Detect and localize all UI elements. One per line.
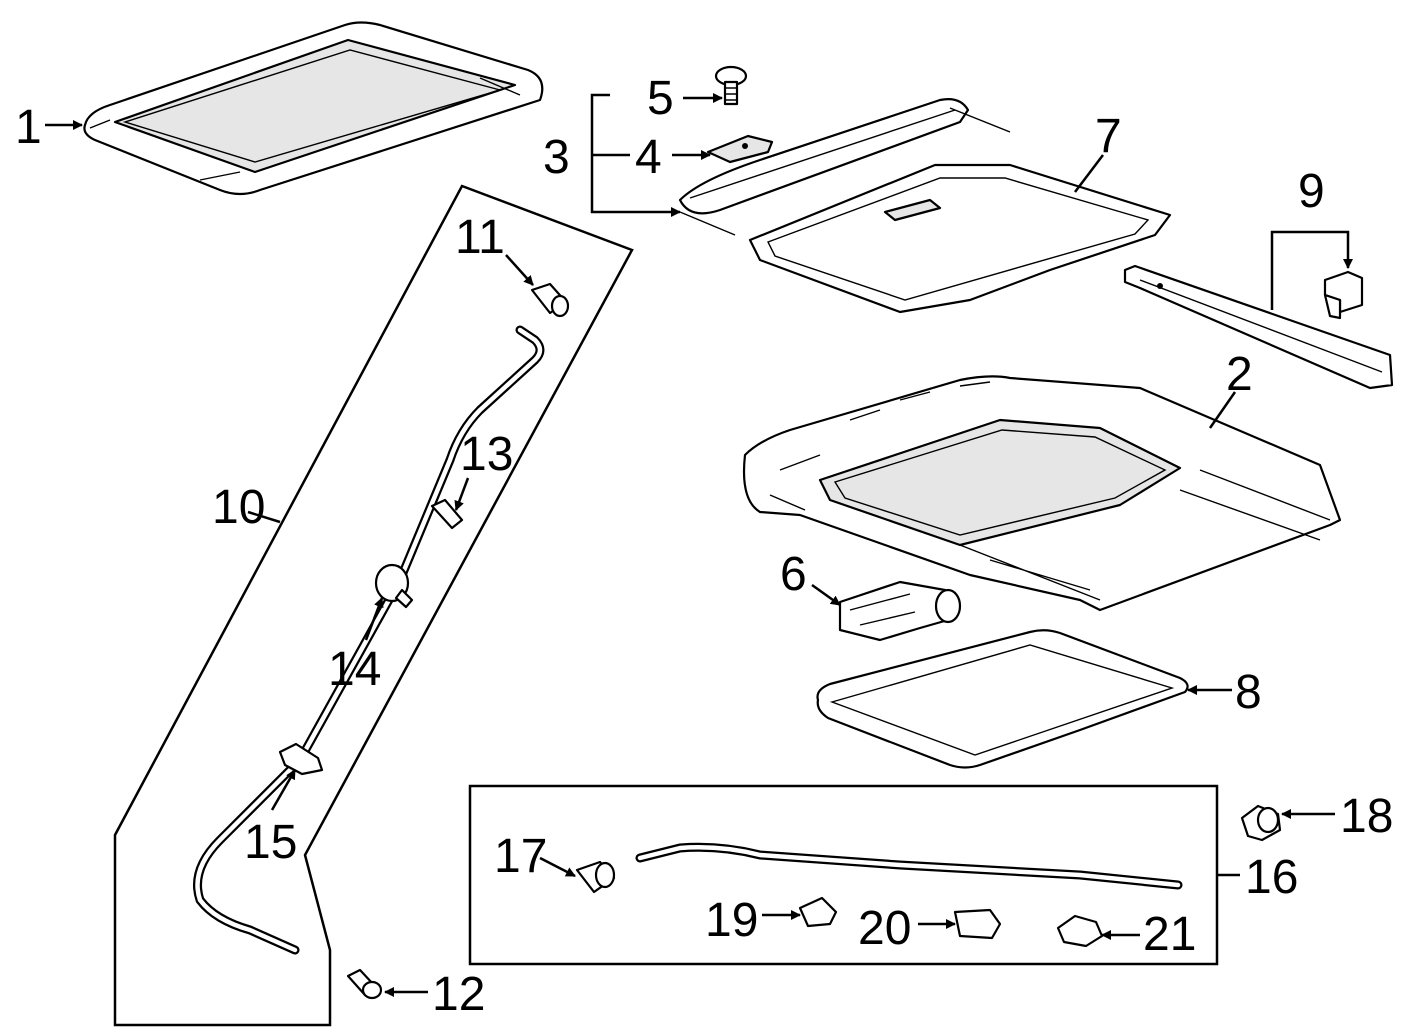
callout-16: 16: [1245, 851, 1298, 904]
part-15-bracket[interactable]: [278, 742, 324, 776]
callout-6: 6: [780, 548, 807, 601]
callout-11: 11: [455, 211, 505, 264]
callout-8: 8: [1235, 666, 1262, 719]
callout-13: 13: [460, 428, 513, 481]
callout-4: 4: [635, 131, 662, 184]
callout-14: 14: [328, 643, 381, 696]
callout-12: 12: [432, 968, 485, 1021]
part-10-drain-hose[interactable]: [193, 325, 545, 955]
leader-lines: [45, 93, 1353, 997]
part-19-nut[interactable]: [798, 896, 838, 928]
part-4-bracket[interactable]: [706, 134, 774, 164]
part-9-clip[interactable]: [1323, 270, 1364, 320]
part-16-rear-drain-hose[interactable]: [635, 842, 1183, 890]
callout-9: 9: [1298, 165, 1325, 218]
part-13-clip[interactable]: [430, 498, 464, 530]
part-17-connector[interactable]: [575, 860, 616, 894]
part-6-motor[interactable]: [838, 580, 962, 642]
part-11-connector[interactable]: [530, 282, 570, 318]
part-7-sunshade[interactable]: [748, 163, 1172, 314]
callout-20: 20: [858, 902, 911, 955]
callout-5: 5: [647, 72, 674, 125]
callout-2: 2: [1226, 348, 1253, 401]
callout-1: 1: [15, 101, 42, 154]
callout-15: 15: [244, 816, 297, 869]
callout-labels: 1 2 3 4 5 6 7 8 9 10 11 12 13 14 15 16 1…: [15, 72, 1393, 1021]
callout-17: 17: [494, 830, 547, 883]
part-5-screw[interactable]: [714, 65, 748, 106]
callout-3: 3: [543, 131, 570, 184]
part-8-glass[interactable]: [816, 629, 1189, 769]
part-3-wind-deflector[interactable]: [678, 98, 1011, 236]
part-14-grommet[interactable]: [374, 563, 414, 609]
part-2-sunroof-frame[interactable]: [742, 375, 1342, 612]
callout-19: 19: [705, 894, 758, 947]
callout-10: 10: [212, 481, 265, 534]
part-20-clip[interactable]: [953, 908, 1002, 940]
part-1-trim-frame[interactable]: [83, 21, 544, 196]
callout-7: 7: [1095, 110, 1122, 163]
callout-18: 18: [1340, 790, 1393, 843]
part-18-grommet[interactable]: [1240, 804, 1282, 842]
callout-21: 21: [1143, 908, 1196, 961]
part-9-rail[interactable]: [1123, 264, 1394, 390]
part-12-fastener[interactable]: [346, 968, 383, 1000]
